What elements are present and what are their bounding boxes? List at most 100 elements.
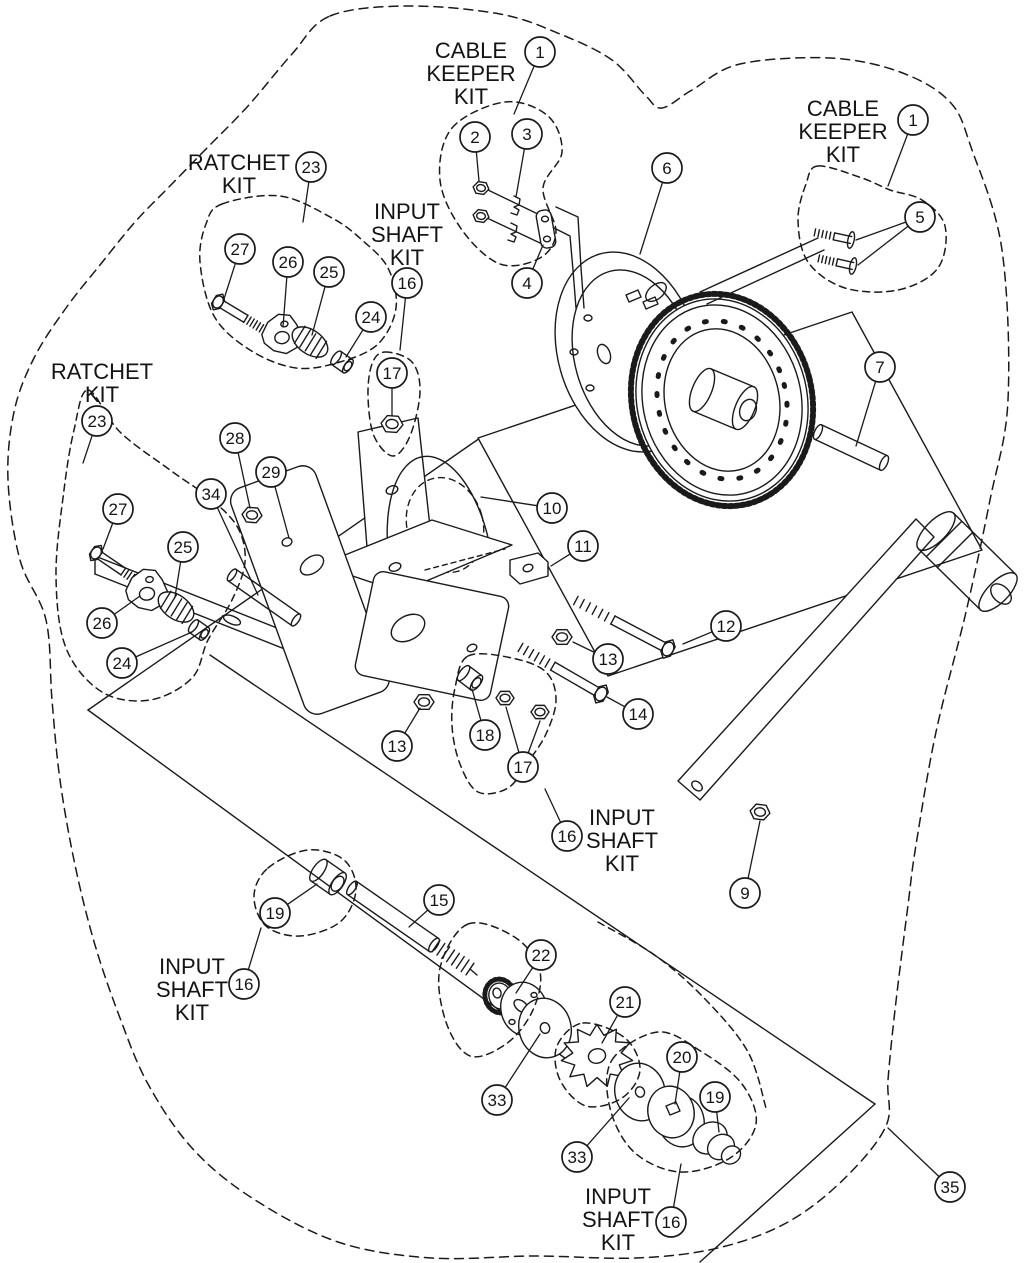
part-nut-17 (380, 414, 404, 434)
part-keeper-stud (486, 217, 541, 244)
leader-line-19 (716, 1112, 720, 1133)
part-nut-9-face (753, 807, 767, 817)
callout-19 (699, 1081, 731, 1113)
callout-21 (609, 986, 641, 1018)
leader-line-7 (855, 381, 876, 447)
callout-1 (897, 104, 929, 136)
part-keeper-wire (699, 237, 819, 293)
kit-boundary-ratchet-left (55, 389, 246, 702)
part-bolt-14-head (593, 684, 609, 704)
part-shaft-pin-7 (820, 424, 889, 457)
part-ring-gear-teeth (627, 290, 817, 510)
leader-line-25 (174, 562, 182, 598)
part-bolt-12 (603, 611, 610, 622)
part-screw-5 (824, 255, 828, 265)
callout-9 (729, 877, 761, 909)
part-bolt-14 (539, 655, 546, 665)
leader-line-18 (471, 688, 482, 721)
leader-line-9 (747, 820, 761, 878)
leader-line-16 (399, 298, 406, 351)
callout-24 (355, 301, 387, 333)
part-screw-5 (824, 230, 828, 239)
part-bolt-12 (614, 615, 666, 643)
callout-27-number: 27 (109, 500, 128, 519)
part-shaft-34 (235, 568, 301, 615)
callout-35 (934, 1171, 966, 1203)
part-bolt-14 (528, 648, 535, 659)
part-bracket-top-hole (388, 562, 402, 572)
part-handle-grip (917, 548, 982, 611)
part-keeper-stud (487, 189, 543, 217)
part-screw-5 (828, 256, 832, 265)
part-bushing-18-bore (471, 677, 482, 689)
part-pinion-22-bore (492, 987, 502, 999)
part-bolt-27-head (210, 293, 226, 311)
leader-line-24 (135, 631, 193, 658)
callout-14-number: 14 (629, 705, 648, 724)
callout-28-number: 28 (226, 429, 245, 448)
part-pawl-26-pin-hole (145, 575, 154, 584)
part-input-shaft-threads (436, 942, 446, 956)
callout-16 (655, 1206, 687, 1238)
leader-line-3 (515, 149, 525, 198)
part-gear-hub (710, 368, 755, 388)
leader-line-28 (237, 452, 251, 509)
kit-boundary-pinion (437, 922, 542, 1058)
callout-16-number: 16 (235, 975, 254, 994)
part-bracket-11 (509, 552, 549, 585)
callout-33-number: 33 (488, 1091, 507, 1110)
kit-boundary-input-shaft-bottomleft (253, 849, 357, 937)
kit-boundary-input-shaft-top (367, 351, 421, 457)
callout-5-number: 5 (915, 208, 924, 227)
callout-33 (481, 1084, 513, 1116)
part-drum-hole (585, 384, 595, 392)
part-handle-grip (916, 511, 956, 551)
leader-line-25 (311, 286, 326, 336)
part-bushing-24 (198, 626, 211, 641)
part-nut-28-face (245, 510, 259, 520)
part-shaft-pin-7 (812, 423, 824, 441)
part-handle-grip (978, 572, 1018, 612)
part-handle-arm-hole (691, 780, 703, 792)
leader-line-16 (673, 1163, 682, 1207)
part-screw-5 (836, 258, 855, 264)
part-nut-2-face (475, 211, 487, 221)
leader-line-20 (674, 1072, 681, 1105)
part-nut-17-face (499, 693, 511, 703)
leader-line-15 (408, 910, 428, 928)
leader-line-1 (887, 134, 908, 187)
part-handle-grip-collar (925, 520, 963, 558)
part-ring-gear-bolt-circle (654, 318, 790, 482)
part-bushing-24 (187, 619, 200, 634)
part-ring-gear-web (663, 328, 781, 472)
part-drum-hole (569, 348, 579, 356)
part-bolt-12 (579, 598, 585, 609)
part-bolt-27 (220, 307, 245, 323)
part-spring-25-coil (315, 340, 328, 360)
callout-7-number: 7 (875, 358, 884, 377)
part-pawl-26-hole (138, 586, 156, 601)
kit-boundary-cable-keeper-top (438, 100, 563, 267)
callout-18 (469, 719, 501, 751)
part-nut-2 (472, 180, 490, 196)
callout-12 (710, 610, 742, 642)
part-bolt-27 (102, 552, 127, 569)
part-bracket-hidden-edge (424, 548, 506, 571)
callout-13-number: 13 (388, 737, 407, 756)
part-ring-gear (635, 298, 809, 502)
part-bushing-19 (328, 871, 347, 896)
part-nut-28 (241, 506, 263, 524)
leader-line-17 (527, 720, 541, 753)
callout-27 (224, 233, 256, 265)
part-screw-5 (817, 229, 821, 238)
part-disc-22-hole (530, 991, 538, 999)
part-bracket-11-hole (522, 563, 534, 573)
callout-16 (228, 968, 260, 1000)
leader-line-26 (282, 277, 288, 328)
leader-line-1 (513, 66, 535, 115)
part-bolt-27 (123, 569, 130, 578)
leader-line-12 (682, 631, 712, 645)
kit-boundary-cable-keeper-right (797, 165, 947, 293)
